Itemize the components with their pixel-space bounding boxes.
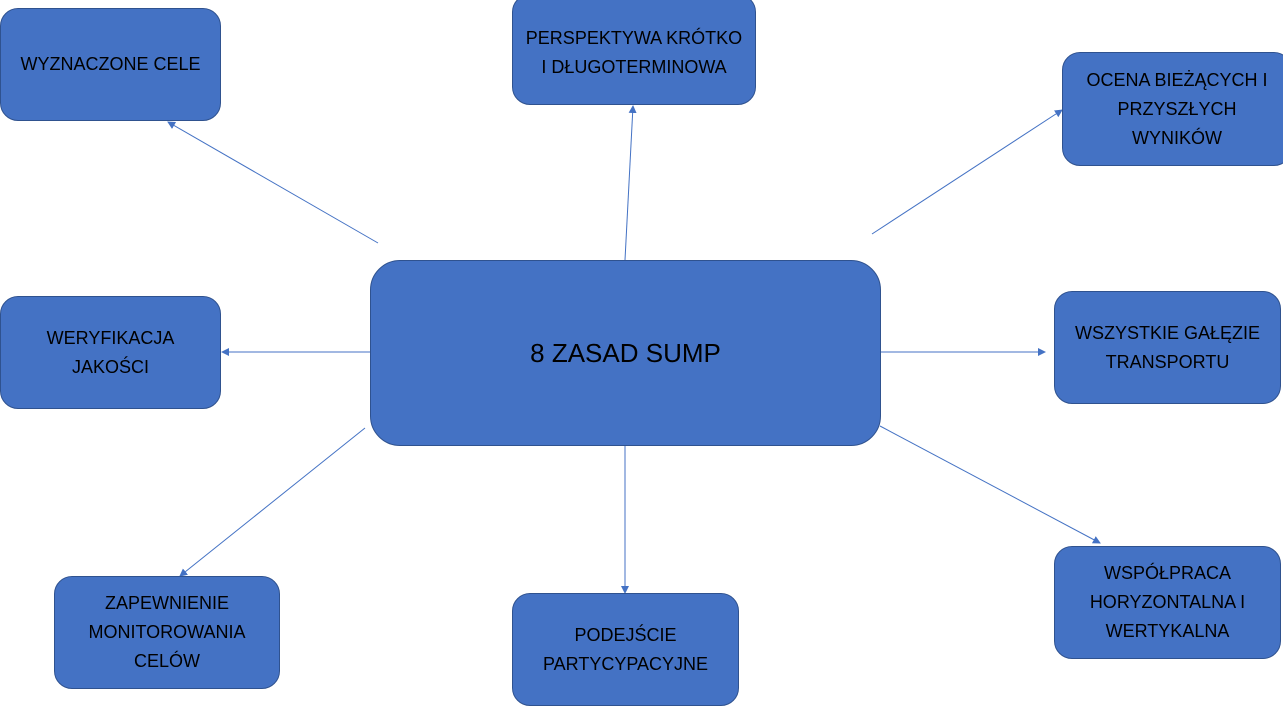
arrow-to-ocena <box>871 109 1063 235</box>
arrow-to-wyznaczone-cele <box>167 121 379 244</box>
arrow-to-perspektywa <box>624 105 637 261</box>
arrow-to-zapewnienie <box>179 427 366 577</box>
node-label: PODEJŚCIE PARTYCYPACYJNE <box>542 624 709 674</box>
node-label: OCENA BIEŻĄCYCH I PRZYSZŁYCH WYNIKÓW <box>1086 69 1268 148</box>
center-label: 8 ZASAD SUMP <box>530 337 721 368</box>
node-wszystkie-galezie: WSZYSTKIE GAŁĘZIE TRANSPORTU <box>1054 291 1281 404</box>
node-weryfikacja: WERYFIKACJA JAKOŚCI <box>0 296 221 409</box>
node-label: WSPÓŁPRACA HORYZONTALNA I WERTYKALNA <box>1089 563 1246 641</box>
center-node: 8 ZASAD SUMP <box>370 260 881 446</box>
node-wyznaczone-cele: WYZNACZONE CELE <box>0 8 221 121</box>
node-label: PERSPEKTYWA KRÓTKO I DŁUGOTERMINOWA <box>525 27 743 77</box>
node-label: ZAPEWNIENIE MONITOROWANIA CELÓW <box>88 593 246 671</box>
node-perspektywa: PERSPEKTYWA KRÓTKO I DŁUGOTERMINOWA <box>512 0 756 105</box>
node-label: WSZYSTKIE GAŁĘZIE TRANSPORTU <box>1074 322 1261 372</box>
node-label: WYZNACZONE CELE <box>20 54 201 74</box>
node-ocena: OCENA BIEŻĄCYCH I PRZYSZŁYCH WYNIKÓW <box>1062 52 1283 166</box>
node-wspolpraca: WSPÓŁPRACA HORYZONTALNA I WERTYKALNA <box>1054 546 1281 659</box>
node-zapewnienie: ZAPEWNIENIE MONITOROWANIA CELÓW <box>54 576 280 689</box>
node-label: WERYFIKACJA JAKOŚCI <box>46 327 175 377</box>
node-podejscie: PODEJŚCIE PARTYCYPACYJNE <box>512 593 739 706</box>
arrow-to-wspolpraca <box>879 425 1101 544</box>
